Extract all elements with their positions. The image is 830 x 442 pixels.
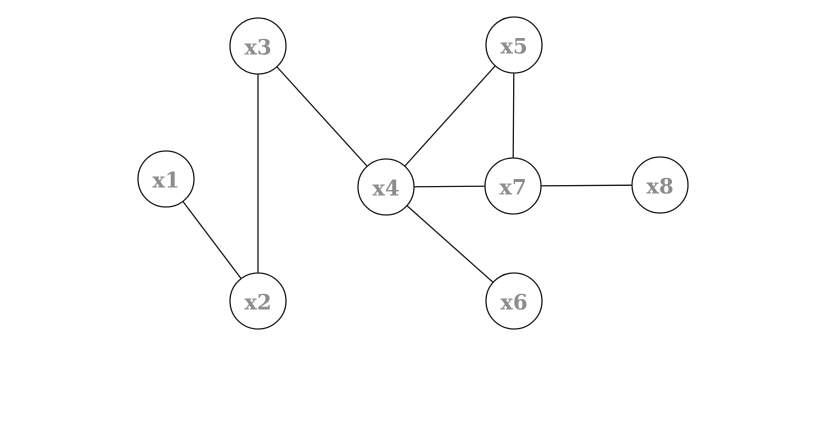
graph-edge-x3-x4 bbox=[257, 45, 387, 188]
graph-node-x3: x3 bbox=[229, 17, 287, 75]
node-circle-x6 bbox=[485, 272, 543, 330]
node-circle-x5 bbox=[485, 16, 543, 74]
graph-node-x8: x8 bbox=[631, 156, 689, 214]
node-label-x8: x8 bbox=[646, 174, 673, 199]
node-circle-x1 bbox=[137, 150, 195, 208]
node-label-x7: x7 bbox=[499, 175, 526, 200]
node-circle-x2 bbox=[229, 272, 287, 330]
graph-node-x6: x6 bbox=[485, 272, 543, 330]
node-circle-x4 bbox=[357, 158, 415, 216]
graph-node-x7: x7 bbox=[484, 157, 542, 215]
graph-node-x1: x1 bbox=[137, 150, 195, 208]
node-label-x2: x2 bbox=[244, 290, 271, 315]
graph-edge-x4-x5 bbox=[385, 44, 515, 188]
node-label-x3: x3 bbox=[244, 35, 271, 60]
node-circle-x3 bbox=[229, 17, 287, 75]
graph-node-x2: x2 bbox=[229, 272, 287, 330]
node-circle-x7 bbox=[484, 157, 542, 215]
node-label-x5: x5 bbox=[500, 34, 527, 59]
graph-node-x4: x4 bbox=[357, 158, 415, 216]
node-label-x6: x6 bbox=[500, 290, 527, 315]
node-circle-x8 bbox=[631, 156, 689, 214]
graph-node-x5: x5 bbox=[485, 16, 543, 74]
node-label-x1: x1 bbox=[152, 168, 179, 193]
node-label-x4: x4 bbox=[372, 176, 399, 201]
